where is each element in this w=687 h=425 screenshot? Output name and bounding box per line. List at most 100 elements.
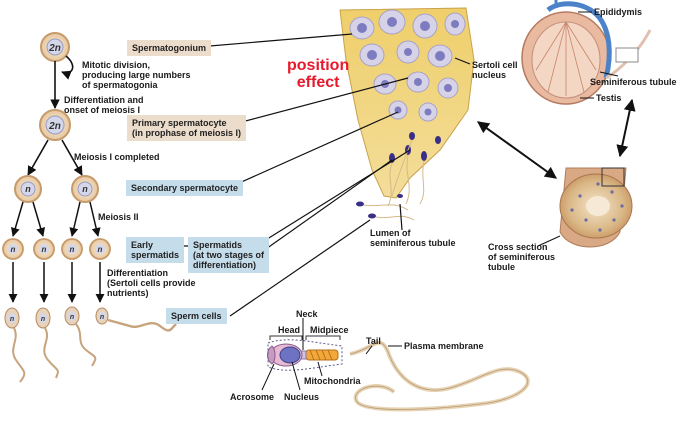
mitotic-line-1: Mitotic division, [82, 60, 151, 70]
early-spermatid-nucleus-3 [67, 244, 77, 254]
anatomy-pointers [261, 318, 402, 391]
meiosis1-arrow-right [61, 139, 83, 176]
mitochondria-label: Mitochondria [304, 376, 361, 386]
early-spermatid-nucleus-4 [95, 244, 105, 254]
sperm-cell-2 [35, 307, 59, 379]
cross-line-3: tubule [488, 262, 515, 272]
early-spermatid-nucleus-1 [8, 244, 18, 254]
sperm-ploidy-2: n [41, 316, 45, 323]
differentiation-line-2: (Sertoli cells provide [107, 278, 196, 288]
nucleus-label: Nucleus [284, 392, 320, 402]
mitotic-loop-arrow [61, 55, 74, 80]
position-effect-line-2: effect [296, 74, 340, 91]
cross-section-pointer [537, 235, 561, 247]
mitotic-line-3: of spermatogonia [82, 80, 158, 90]
pointer-lines [184, 33, 471, 317]
sperm-anatomy [267, 335, 530, 412]
head-bracket [269, 335, 303, 340]
meiosis2-label: Meiosis II [98, 212, 139, 222]
spermatids-line-1: Spermatids [193, 240, 243, 250]
spermatogonium-ploidy: 2n [48, 43, 61, 54]
double-arrow-testis-cross [616, 98, 636, 158]
lumen-sperm [356, 194, 415, 221]
meiosis1-completed-label: Meiosis I completed [74, 152, 160, 162]
secondary-nucleus-left [20, 181, 36, 197]
cross-section-cells [570, 182, 624, 232]
early-spermatid-ploidy-4: n [98, 245, 103, 254]
spermatids-line-2: (at two stages of [193, 250, 265, 260]
lumen-label: Lumen of seminiferous tubule [370, 228, 456, 248]
meiosis2-arrow-1 [10, 201, 24, 237]
sertoli-nucleus-label: Sertoli cell nucleus [472, 60, 518, 80]
position-effect-line-1: position [287, 57, 350, 74]
early-spermatids-label: Early spermatids [126, 237, 185, 263]
cross-line-1: Cross section [488, 242, 548, 252]
primary-ploidy: 2n [48, 121, 61, 132]
spermatogonium-label: Spermatogonium [127, 40, 212, 56]
early-spermatid-ploidy-2: n [42, 245, 47, 254]
sperm-cell-4 [95, 307, 177, 332]
double-arrow-wedge-cross [477, 121, 557, 179]
secondary-spermatocyte-label: Secondary spermatocyte [126, 180, 244, 196]
tubule-cross-section [559, 167, 633, 248]
acrosome-label: Acrosome [230, 392, 275, 402]
mitotic-division-label: Mitotic division, producing large number… [82, 60, 191, 90]
meiosis2-arrow-4 [89, 201, 101, 237]
secondary-ploidy-left: n [25, 184, 31, 194]
early-line-2: spermatids [131, 250, 180, 260]
spermatids-line-3: differentiation) [193, 260, 256, 270]
mitotic-line-2: producing large numbers [82, 70, 191, 80]
primary-line-1: Primary spermatocyte [132, 118, 227, 128]
early-line-1: Early [131, 240, 154, 250]
testis-drawing [521, 0, 652, 105]
sperm-cell-1 [4, 307, 26, 383]
epididymis-label: Epididymis [594, 7, 643, 17]
secondary-nucleus-right [77, 181, 93, 197]
testis-label: Testis [596, 93, 622, 103]
spermatids-label: Spermatids (at two stages of differentia… [188, 237, 270, 273]
neck-label: Neck [296, 309, 318, 319]
sperm-ploidy-3: n [70, 314, 74, 321]
mitochondria-spiral [309, 349, 333, 361]
sperm-ploidy-1: n [10, 316, 14, 323]
diff-line-1: Differentiation and [64, 95, 144, 105]
head-label: Head [278, 325, 301, 335]
diff-line-2: onset of meiosis I [64, 105, 141, 115]
testis-lobules [535, 21, 597, 96]
primary-line-2: (in prophase of meiosis I) [132, 128, 242, 138]
seminiferous-tubule-label: Seminiferous tubule [590, 77, 677, 87]
seminiferous-pointer [599, 71, 619, 77]
differentiation-meiosis1-label: Differentiation and onset of meiosis I [64, 95, 144, 115]
meiosis2-arrow-3 [69, 201, 81, 237]
differentiation-line-3: nutrients) [107, 288, 149, 298]
cross-section-label: Cross section of seminiferous tubule [488, 242, 555, 272]
meiosis1-arrow-left [27, 139, 49, 176]
sperm-ploidy-4: n [100, 314, 104, 321]
tail-label: Tail [366, 336, 381, 346]
wedge-sperm-tails [387, 139, 425, 207]
primary-spermatocyte-label: Primary spermatocyte (in prophase of mei… [127, 115, 247, 141]
cross-section-lumen [586, 196, 610, 216]
secondary-ploidy-right: n [82, 184, 88, 194]
wedge-spermatogonia [349, 9, 466, 122]
differentiation-label: Differentiation (Sertoli cells provide n… [107, 268, 196, 298]
differentiation-line-1: Differentiation [107, 268, 169, 278]
plasma-membrane-label: Plasma membrane [404, 341, 484, 351]
sertoli-line-2: nucleus [472, 70, 507, 80]
midpiece-bracket [305, 335, 341, 340]
sertoli-line-1: Sertoli cell [472, 60, 518, 70]
primary-spermatocyte-nucleus [45, 115, 65, 135]
sperm-tail-outline [349, 342, 529, 410]
meiosis2-arrow-2 [32, 201, 46, 237]
lumen-line-2: seminiferous tubule [370, 238, 456, 248]
sperm-cells-label: Sperm cells [166, 308, 227, 324]
midpiece-label: Midpiece [310, 325, 349, 335]
sperm-cell-3 [64, 306, 97, 367]
cross-line-2: of seminiferous [488, 252, 556, 262]
early-spermatid-ploidy-1: n [11, 245, 16, 254]
epididymis-shape [546, 1, 612, 79]
tubule-callout-box [615, 47, 639, 63]
spermatogonium-nucleus [46, 38, 64, 56]
plasma-membrane-outline [267, 339, 343, 371]
